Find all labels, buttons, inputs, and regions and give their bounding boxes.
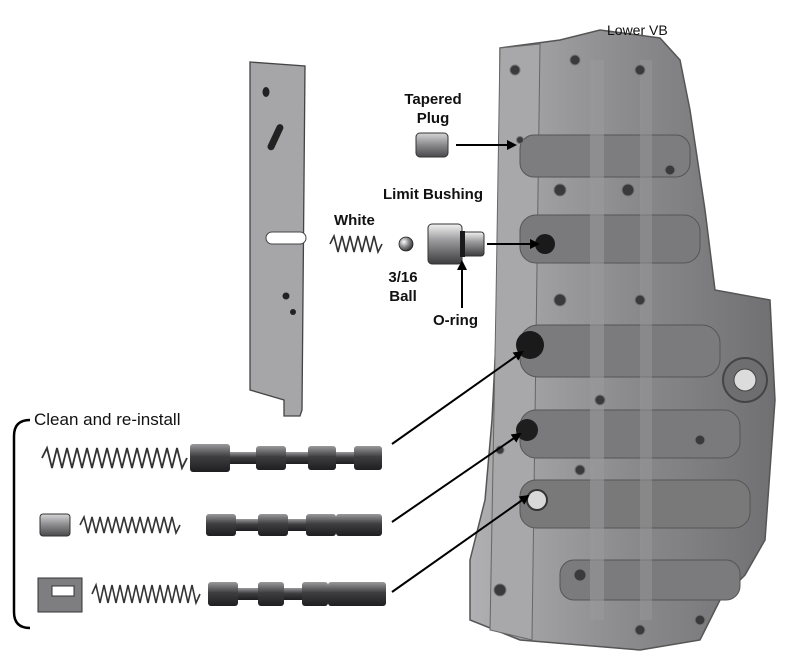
tapered-plug-label-line2: Plug: [416, 110, 450, 127]
tapered-plug-label: Tapered Plug: [398, 90, 468, 128]
group-bracket: [12, 418, 31, 630]
separator-plate: [249, 61, 307, 417]
valve-row3: [208, 582, 386, 606]
lower-vb-label: Lower VB: [607, 22, 668, 38]
check-ball: [398, 236, 414, 252]
limit-bushing-label: Limit Bushing: [383, 186, 483, 203]
plug-row2: [39, 513, 71, 537]
tapered-plug-label-line1: Tapered: [404, 91, 462, 108]
white-spring-label: White: [334, 212, 375, 229]
ball-label-line1: 3/16: [388, 269, 418, 286]
limit-bushing-bore: [535, 234, 555, 254]
white-spring: [329, 233, 383, 255]
valve-row1: [190, 444, 382, 472]
lower-valve-body: [469, 29, 776, 651]
limit-bushing: [427, 223, 485, 265]
middle-valve-bore: [516, 419, 538, 441]
spring-row3: [91, 582, 201, 606]
spring-row1: [41, 445, 188, 471]
upper-valve-bore: [516, 331, 544, 359]
o-ring-label: O-ring: [433, 312, 478, 329]
tapered-plug: [415, 132, 449, 158]
lower-valve-bore: [526, 489, 548, 511]
spring-row2: [79, 514, 181, 536]
arrow-valve-row3: [391, 494, 530, 593]
retainer-row3: [37, 577, 83, 613]
arrow-valve-row1: [391, 350, 524, 445]
valve-row2: [206, 514, 382, 536]
arrow-valve-row2: [391, 432, 522, 523]
clean-reinstall-label: Clean and re-install: [34, 410, 181, 429]
ball-label: 3/16 Ball: [378, 268, 428, 306]
ball-label-line2: Ball: [389, 288, 417, 305]
